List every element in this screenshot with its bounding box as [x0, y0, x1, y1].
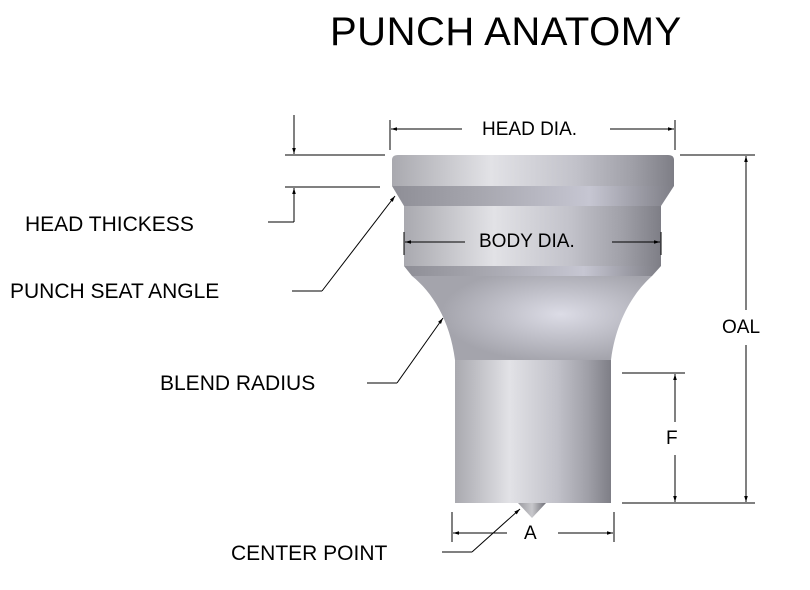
- dim-f: F: [666, 428, 678, 449]
- punch-body: [404, 206, 661, 276]
- dim-head-dia: HEAD DIA.: [482, 119, 578, 140]
- callout-punch-seat-angle: PUNCH SEAT ANGLE: [10, 280, 220, 303]
- page-title: PUNCH ANATOMY: [330, 10, 682, 54]
- callout-blend-radius: BLEND RADIUS: [160, 372, 316, 395]
- callout-center-point: CENTER POINT: [231, 542, 388, 565]
- center-point-tip: [518, 503, 546, 518]
- dim-a: A: [524, 523, 537, 544]
- dim-oal: OAL: [722, 317, 761, 338]
- dim-body-dia: BODY DIA.: [479, 231, 575, 252]
- punch-head: [392, 155, 674, 206]
- blend-radius-shoulder: [412, 276, 652, 372]
- punch-shank: [455, 360, 611, 503]
- callout-head-thickness: HEAD THICKESS: [25, 213, 194, 236]
